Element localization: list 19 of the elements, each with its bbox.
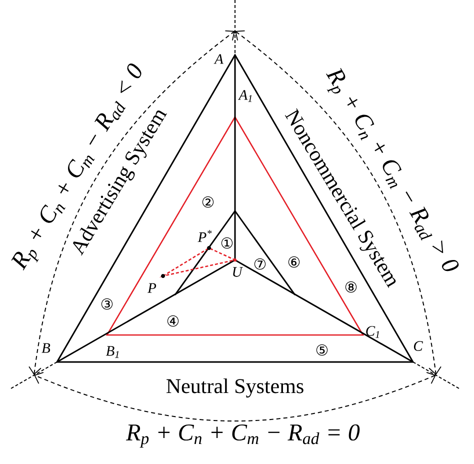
point-label: P$^{*}$ [198, 230, 212, 242]
region-number: ⑦ [254, 258, 266, 270]
point-label: P [148, 283, 156, 293]
region-number: ③ [101, 298, 113, 310]
point-label: C$_{1}$ [366, 326, 380, 338]
point-label: U [233, 267, 244, 277]
region-number: ② [202, 196, 214, 208]
point-label: A [214, 54, 224, 64]
region-number: ⑥ [288, 256, 300, 268]
condition-formula: R$_{p}$ + C$_{n}$ + C$_{m}$ − R$_{ad}$ = 0 [126, 424, 360, 448]
point-label: B$_{1}$ [106, 346, 119, 358]
region-number: ⑧ [345, 281, 357, 293]
point-label: A$_{1}$ [238, 90, 252, 102]
region-number: ④ [167, 315, 179, 327]
region-number: ⑤ [316, 344, 328, 356]
point-label: C [414, 341, 423, 351]
region-number: ① [221, 237, 233, 249]
point-label: B [42, 343, 50, 353]
system-label: Neutral Systems [166, 378, 304, 398]
